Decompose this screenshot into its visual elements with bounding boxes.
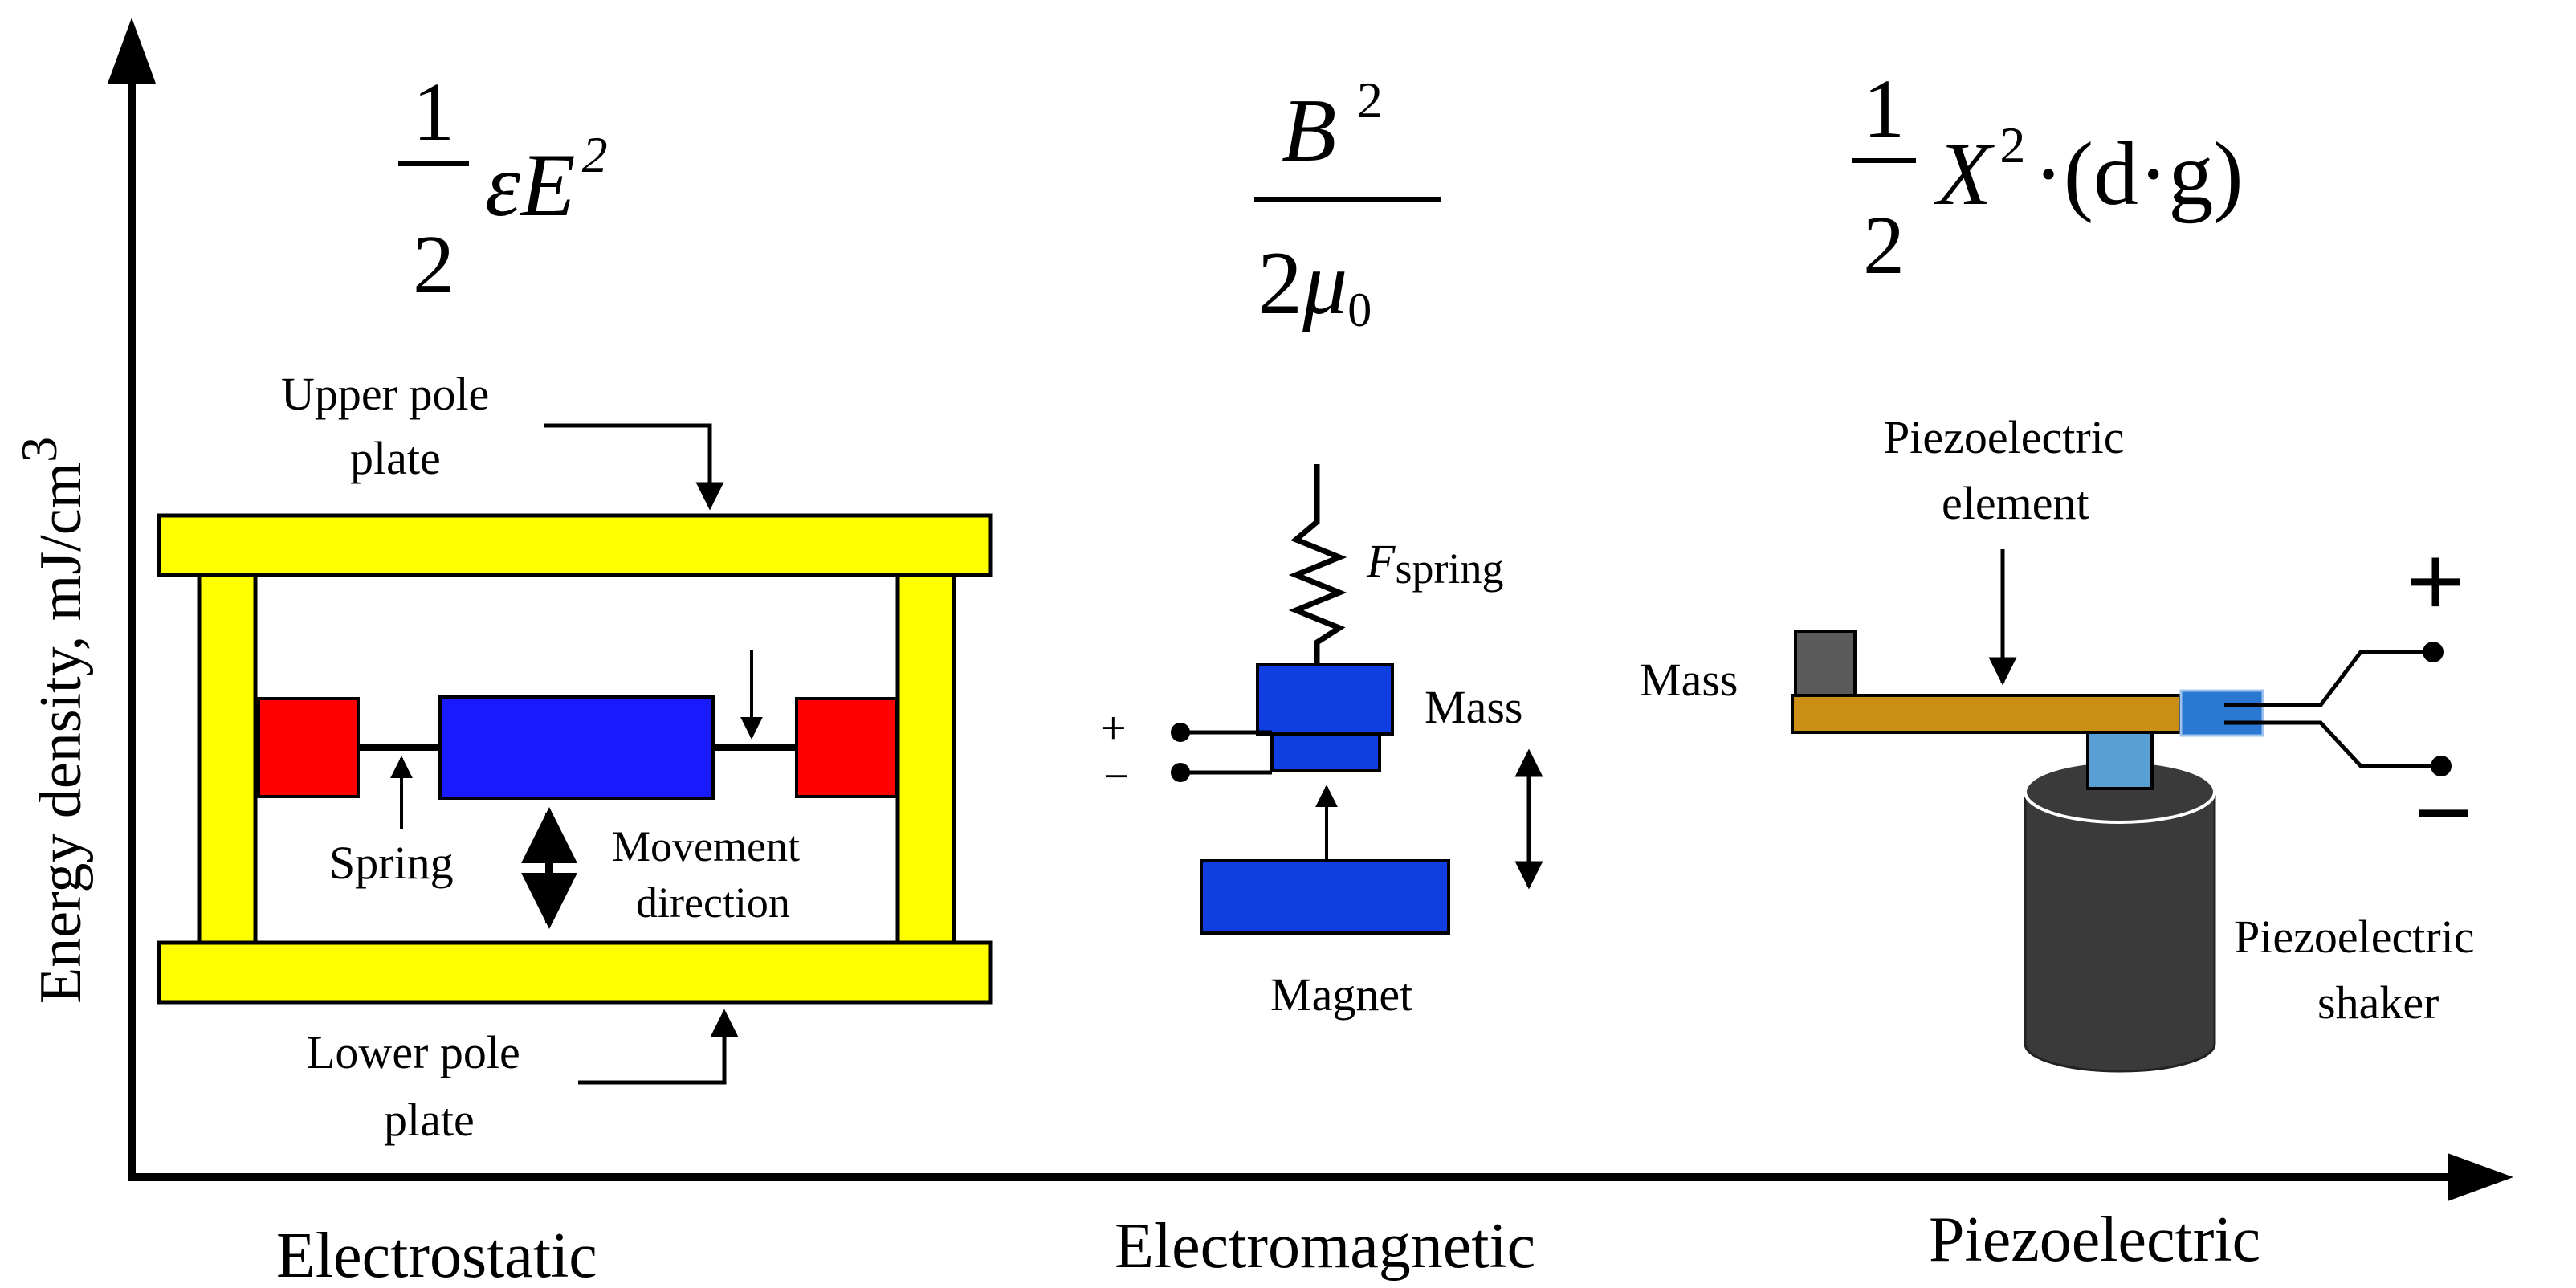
- category-label-electrostatic: Electrostatic: [276, 1221, 597, 1288]
- upper-pole-pointer: [544, 423, 724, 511]
- lower-pole-label-line1: Lower pole: [307, 1026, 520, 1078]
- upper-pole-label-line2: plate: [350, 432, 441, 484]
- svg-text:2μ0: 2μ0: [1257, 234, 1372, 336]
- y-axis-label: Energy density, mJ/cm3: [10, 437, 94, 1004]
- shaker-label-line1: Piezoelectric: [2234, 911, 2475, 963]
- piezo-mass-label: Mass: [1640, 654, 1738, 706]
- piezo-element-label-line1: Piezoelectric: [1884, 411, 2125, 463]
- em-terminal-plus: [1171, 723, 1190, 742]
- magnet: [1200, 859, 1450, 935]
- svg-text:B: B: [1282, 81, 1336, 181]
- piezo-minus-sign: −: [2414, 756, 2473, 871]
- upper-pole-label-line1: Upper pole: [281, 368, 489, 420]
- em-mass-label: Mass: [1425, 681, 1522, 733]
- force-label: Fspring: [1366, 535, 1503, 593]
- piezoelectric-harvester: Piezoelectric element Mass + − Piezoelec…: [1640, 411, 2475, 1073]
- movement-label-line2: direction: [636, 878, 790, 927]
- piezo-terminal-plus: [2423, 642, 2444, 662]
- svg-text:1: 1: [413, 66, 454, 158]
- electromagnetic-harvester: Fspring Mass + − Magnet: [1100, 464, 1543, 1021]
- svg-text:εE2: εE2: [485, 126, 608, 235]
- left-electrode: [257, 697, 360, 798]
- y-axis-arrowhead: [108, 18, 156, 84]
- lower-pole-plate: [157, 940, 993, 1005]
- shaker-body: [2024, 790, 2216, 1073]
- piezo-tip-mass: [1794, 630, 1857, 697]
- svg-text:2: 2: [1863, 199, 1905, 291]
- shaker-post: [2086, 731, 2154, 790]
- em-minus-sign: −: [1103, 750, 1130, 802]
- piezo-terminal-minus: [2431, 756, 2452, 776]
- shaker-label-line2: shaker: [2317, 976, 2439, 1029]
- em-mass-bottom: [1270, 732, 1381, 772]
- proof-mass: [438, 695, 715, 800]
- piezo-contact: [2179, 689, 2264, 737]
- category-label-piezoelectric: Piezoelectric: [1929, 1204, 2260, 1275]
- piezo-cantilever: [1791, 694, 2183, 734]
- x-axis-arrowhead: [2448, 1153, 2513, 1201]
- svg-text:2: 2: [413, 218, 454, 311]
- piezo-lead-plus: [2224, 650, 2433, 707]
- piezo-lead-minus: [2224, 720, 2441, 768]
- svg-text:X2·(d·g): X2·(d·g): [1934, 116, 2244, 224]
- svg-text:2: 2: [1357, 71, 1383, 128]
- svg-text:1: 1: [1863, 63, 1905, 155]
- piezo-element-label-line2: element: [1942, 477, 2089, 529]
- em-mass-top: [1256, 663, 1394, 736]
- movement-label-line1: Movement: [612, 822, 800, 870]
- axes: [108, 18, 2513, 1201]
- lower-pole-pointer: [578, 1009, 739, 1085]
- piezo-plus-sign: +: [2406, 524, 2465, 640]
- upper-pole-plate: [157, 513, 993, 577]
- left-pillar: [197, 573, 258, 945]
- right-electrode: [795, 697, 898, 798]
- spring-label: Spring: [329, 837, 454, 889]
- magnet-label: Magnet: [1270, 968, 1412, 1021]
- em-spring: [1288, 464, 1347, 665]
- category-label-electromagnetic: Electromagnetic: [1115, 1211, 1535, 1282]
- formula-electromagnetic: B 2 2μ0: [1254, 71, 1441, 336]
- right-pillar: [895, 573, 956, 945]
- em-plus-sign: +: [1100, 702, 1127, 754]
- electrostatic-harvester: Spring Movement direction Upper pole pla…: [157, 368, 993, 1146]
- em-terminal-minus: [1171, 763, 1190, 782]
- lower-pole-label-line2: plate: [384, 1094, 475, 1146]
